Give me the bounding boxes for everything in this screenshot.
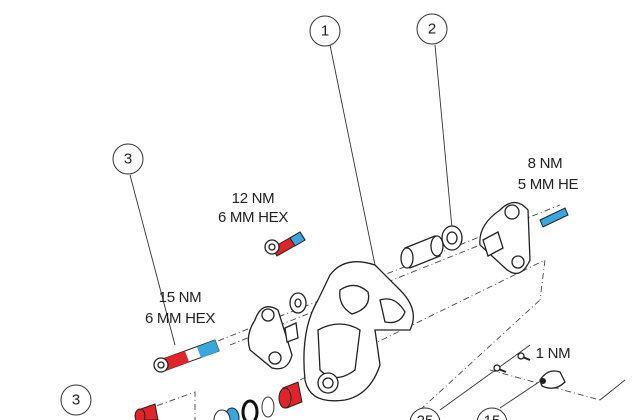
axis-line-lower [299,259,546,381]
callout-number: 3 [72,392,80,409]
axis-line-bushing [144,391,196,420]
torque-label-1nm: 1 NM [536,345,571,362]
callout-3-lower: 3 [60,384,92,416]
callout-number: 15 [484,413,501,420]
leader-lines [129,44,626,411]
callout-2: 2 [416,13,448,45]
bushing-sleeve [400,235,444,269]
torque-label-12nm: 12 NM 6 MM HEX [218,190,289,226]
callout-15: 15 [476,407,508,420]
axis-line-bottom [419,299,541,411]
tool-size: 5 MM HE [518,176,579,193]
pin-8nm [539,207,569,228]
callout-25: 25 [409,407,441,420]
main-link-part-1 [303,261,414,402]
callout-3-upper: 3 [112,143,144,175]
callout-1: 1 [309,15,341,47]
bolt-15nm [153,339,220,373]
bushing-red-left [134,403,159,420]
callout-number: 1 [321,23,329,40]
callout-number: 2 [428,21,436,38]
link-plate-left [247,306,299,370]
tool-size: 6 MM HEX [145,310,215,327]
torque-value: 8 NM [528,155,563,172]
torque-value: 12 NM [232,190,275,207]
torque-value: 1 NM [536,345,571,362]
link-plate-right [479,201,531,275]
bolt-12nm [264,231,306,257]
bearing-2 [441,225,463,251]
tool-size: 6 MM HEX [218,209,288,226]
torque-label-15nm: 15 NM 6 MM HEX [145,289,216,327]
hardware-screws [493,352,566,389]
torque-label-8nm: 8 NM 5 MM HE [518,155,579,193]
bearing-left [289,292,307,314]
seal-stack [213,381,303,420]
callout-number: 25 [417,413,434,420]
callout-number: 3 [124,151,132,168]
torque-value: 15 NM [159,289,202,306]
